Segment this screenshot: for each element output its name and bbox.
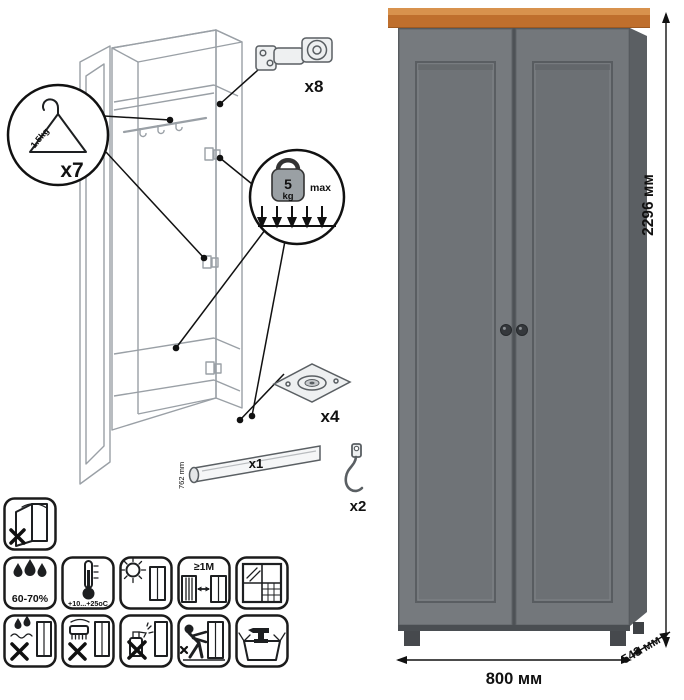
temperature-icon: +10...+25оС bbox=[61, 556, 115, 610]
right-door bbox=[515, 28, 630, 626]
hinge-hardware: x8 bbox=[255, 37, 333, 96]
dimension-annotations: 2296 мм 800 мм 543 мм bbox=[396, 12, 671, 688]
front-left-foot bbox=[404, 631, 420, 646]
load-max-label: max bbox=[310, 182, 331, 194]
rod-icon bbox=[188, 445, 321, 484]
front-right-foot bbox=[610, 631, 626, 646]
top-board-surface bbox=[388, 8, 650, 15]
load-value-label: 5 bbox=[284, 176, 292, 192]
hook-icon bbox=[344, 443, 364, 493]
hanger-callout: 1.5kg x7 bbox=[6, 83, 110, 187]
hook-count-label: x2 bbox=[350, 498, 367, 515]
rod-length-label: 762 mm bbox=[177, 462, 186, 489]
avoid-sunlight-icon bbox=[119, 556, 173, 610]
rear-right-foot bbox=[633, 622, 644, 634]
foot-icon bbox=[272, 363, 352, 403]
no-dragging-icon bbox=[177, 614, 231, 668]
min-distance-icon: ≥1М bbox=[177, 556, 231, 610]
window-ventilation-icon bbox=[235, 556, 289, 610]
wardrobe-line-drawing bbox=[79, 29, 243, 485]
rod-hardware: x1 762 mm bbox=[177, 445, 321, 489]
load-arrows bbox=[256, 206, 336, 229]
hanging-rod-line bbox=[122, 116, 208, 134]
wardrobe-product bbox=[388, 8, 650, 646]
hinge-icon bbox=[255, 37, 333, 71]
humidity-range-label: 60-70% bbox=[12, 593, 49, 605]
height-dimension-label: 2296 мм bbox=[640, 174, 657, 236]
left-door bbox=[398, 28, 513, 626]
shelf-load-callout: 5 kg max bbox=[248, 148, 346, 246]
min-distance-label: ≥1М bbox=[194, 561, 215, 573]
hinge-marks bbox=[202, 147, 222, 375]
heavy-load-box-icon bbox=[235, 614, 289, 668]
no-wet-cleaning-icon bbox=[3, 614, 57, 668]
callout-connectors bbox=[103, 69, 286, 424]
top-board-front bbox=[388, 15, 650, 28]
hanger-icon bbox=[29, 98, 87, 153]
anvil-glyph bbox=[248, 628, 269, 643]
load-unit-label: kg bbox=[282, 191, 293, 202]
foot-count-label: x4 bbox=[321, 407, 340, 426]
weight-icon bbox=[271, 158, 305, 202]
foot-hardware: x4 bbox=[272, 363, 352, 426]
no-abrasive-cleaning-icon bbox=[61, 614, 115, 668]
temperature-range-label: +10...+25оС bbox=[68, 599, 108, 608]
left-door-knob bbox=[500, 324, 512, 336]
hinge-count-label: x8 bbox=[305, 77, 324, 96]
humidity-icon: 60-70% bbox=[3, 556, 57, 610]
right-door-knob bbox=[516, 324, 528, 336]
side-panel bbox=[630, 28, 647, 626]
rod-count-label: x1 bbox=[249, 456, 263, 471]
hanger-count-label: x7 bbox=[60, 159, 83, 182]
width-dimension-label: 800 мм bbox=[486, 670, 543, 688]
hook-hardware: x2 bbox=[344, 443, 367, 515]
open-door-warning-icon bbox=[3, 497, 57, 551]
no-chemicals-icon bbox=[119, 614, 173, 668]
